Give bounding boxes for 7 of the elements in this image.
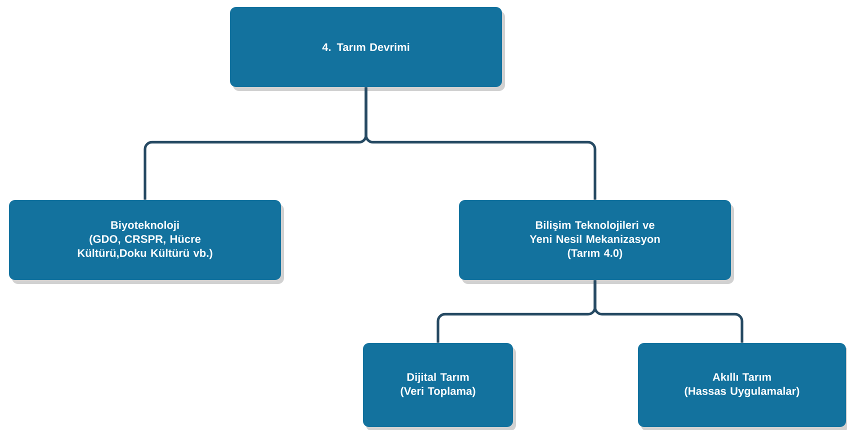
process-box: Akıllı Tarım (Hassas Uygulamalar) bbox=[638, 343, 847, 430]
process-box: Biyoteknoloji (GDO, CRSPR, Hücre Kültürü,Doku Kültürü vb.) bbox=[9, 200, 284, 284]
connector-line bbox=[594, 280, 744, 343]
connector-line bbox=[364, 87, 596, 200]
process-box: Dijital Tarım (Veri Toplama) bbox=[363, 343, 516, 430]
process-box: 4. Tarım Devrimi bbox=[230, 7, 505, 91]
process-box: Bilişim Teknolojileri ve Yeni Nesil Mekanizasyon (Tarım 4.0) bbox=[459, 200, 734, 284]
